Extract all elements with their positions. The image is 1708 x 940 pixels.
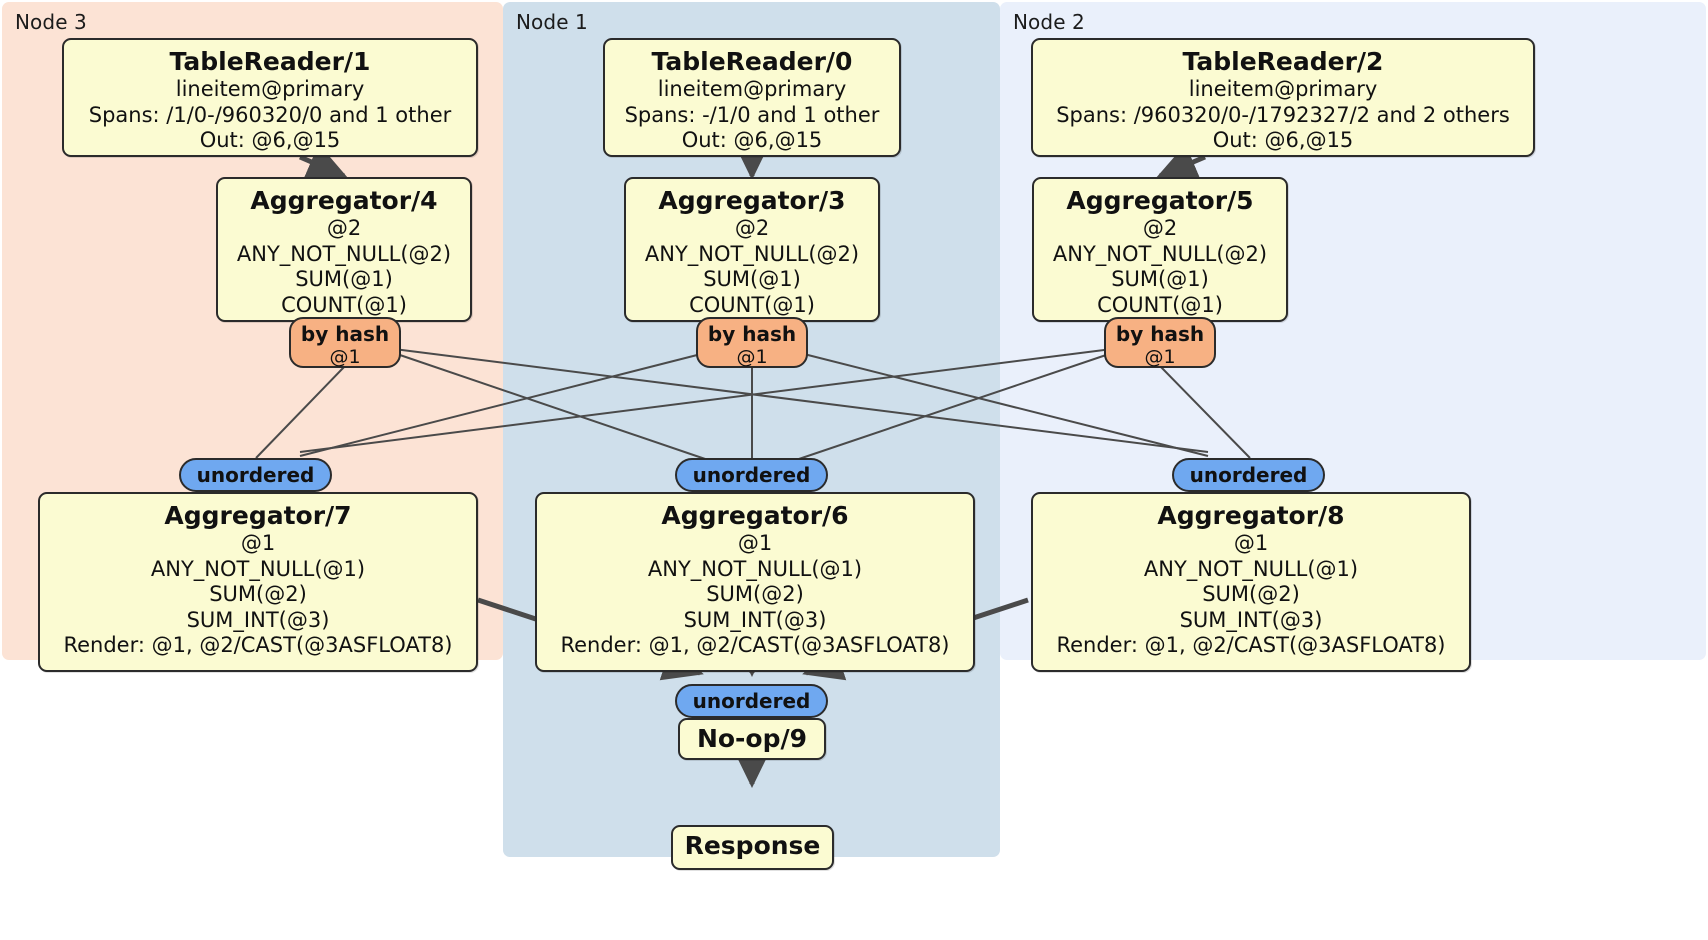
receiver-label: unordered bbox=[196, 463, 315, 487]
processor-detail: Render: @1, @2/CAST(@3ASFLOAT8) bbox=[63, 633, 453, 657]
processor-detail: ANY_NOT_NULL(@2) bbox=[644, 241, 860, 266]
processor-detail: ANY_NOT_NULL(@1) bbox=[1143, 556, 1359, 581]
processor-detail: ANY_NOT_NULL(@1) bbox=[647, 556, 863, 581]
unordered-receiver-final[interactable]: unordered bbox=[675, 684, 828, 718]
processor-detail: COUNT(@1) bbox=[1097, 292, 1223, 317]
processor-aggregator-3[interactable]: Aggregator/3 @2 ANY_NOT_NULL(@2) SUM(@1)… bbox=[624, 177, 880, 322]
processor-detail: SUM(@1) bbox=[295, 267, 393, 291]
processor-detail: SUM(@2) bbox=[706, 582, 804, 606]
processor-detail: SUM(@1) bbox=[1111, 267, 1209, 291]
processor-detail: Out: @6,@15 bbox=[681, 128, 823, 152]
router-label: by hash bbox=[1115, 322, 1205, 346]
processor-detail: Spans: -/1/0 and 1 other bbox=[624, 102, 880, 127]
processor-detail: Out: @6,@15 bbox=[1212, 128, 1354, 152]
router-label: by hash bbox=[300, 322, 390, 346]
processor-aggregator-7[interactable]: Aggregator/7 @1 ANY_NOT_NULL(@1) SUM(@2)… bbox=[38, 492, 478, 672]
unordered-receiver-right[interactable]: unordered bbox=[1172, 458, 1325, 492]
processor-detail: SUM_INT(@3) bbox=[1179, 607, 1323, 632]
processor-tablereader-1[interactable]: TableReader/1 lineitem@primary Spans: /1… bbox=[62, 38, 478, 157]
processor-aggregator-8[interactable]: Aggregator/8 @1 ANY_NOT_NULL(@1) SUM(@2)… bbox=[1031, 492, 1471, 672]
processor-detail: ANY_NOT_NULL(@2) bbox=[1052, 241, 1268, 266]
processor-tablereader-2[interactable]: TableReader/2 lineitem@primary Spans: /9… bbox=[1031, 38, 1535, 157]
processor-detail: @1 bbox=[737, 531, 773, 555]
node-panel-label: Node 1 bbox=[516, 10, 588, 34]
processor-detail: lineitem@primary bbox=[175, 77, 365, 101]
hash-router-right[interactable]: by hash @1 bbox=[1104, 317, 1216, 368]
processor-tablereader-0[interactable]: TableReader/0 lineitem@primary Spans: -/… bbox=[603, 38, 901, 157]
router-column: @1 bbox=[329, 346, 361, 368]
processor-detail: @1 bbox=[240, 531, 276, 555]
processor-detail: SUM(@2) bbox=[1202, 582, 1300, 606]
hash-router-left[interactable]: by hash @1 bbox=[289, 317, 401, 368]
processor-aggregator-4[interactable]: Aggregator/4 @2 ANY_NOT_NULL(@2) SUM(@1)… bbox=[216, 177, 472, 322]
processor-detail: SUM_INT(@3) bbox=[186, 607, 330, 632]
processor-noop-9[interactable]: No-op/9 bbox=[678, 718, 826, 760]
processor-title: Aggregator/4 bbox=[250, 186, 438, 215]
processor-detail: Spans: /1/0-/960320/0 and 1 other bbox=[88, 102, 452, 127]
processor-title: Aggregator/3 bbox=[658, 186, 846, 215]
processor-title: Aggregator/5 bbox=[1066, 186, 1254, 215]
processor-detail: COUNT(@1) bbox=[281, 292, 407, 317]
router-label: by hash bbox=[707, 322, 797, 346]
processor-detail: @2 bbox=[326, 216, 362, 240]
processor-detail: @2 bbox=[1142, 216, 1178, 240]
processor-detail: COUNT(@1) bbox=[689, 292, 815, 317]
processor-detail: SUM(@2) bbox=[209, 582, 307, 606]
processor-title: Response bbox=[684, 831, 821, 860]
processor-title: Aggregator/7 bbox=[164, 501, 352, 530]
processor-detail: ANY_NOT_NULL(@1) bbox=[150, 556, 366, 581]
processor-title: Aggregator/6 bbox=[661, 501, 849, 530]
processor-title: Aggregator/8 bbox=[1157, 501, 1345, 530]
processor-detail: Render: @1, @2/CAST(@3ASFLOAT8) bbox=[1056, 633, 1446, 657]
processor-aggregator-6[interactable]: Aggregator/6 @1 ANY_NOT_NULL(@1) SUM(@2)… bbox=[535, 492, 975, 672]
processor-detail: SUM_INT(@3) bbox=[683, 607, 827, 632]
router-column: @1 bbox=[736, 346, 768, 368]
unordered-receiver-left[interactable]: unordered bbox=[179, 458, 332, 492]
node-panel-label: Node 2 bbox=[1013, 10, 1085, 34]
processor-detail: Out: @6,@15 bbox=[199, 128, 341, 152]
processor-aggregator-5[interactable]: Aggregator/5 @2 ANY_NOT_NULL(@2) SUM(@1)… bbox=[1032, 177, 1288, 322]
hash-router-center[interactable]: by hash @1 bbox=[696, 317, 808, 368]
processor-detail: SUM(@1) bbox=[703, 267, 801, 291]
processor-title: No-op/9 bbox=[696, 724, 808, 753]
processor-detail: Spans: /960320/0-/1792327/2 and 2 others bbox=[1056, 102, 1510, 127]
processor-detail: lineitem@primary bbox=[657, 77, 847, 101]
unordered-receiver-center[interactable]: unordered bbox=[675, 458, 828, 492]
receiver-label: unordered bbox=[692, 463, 811, 487]
processor-title: TableReader/1 bbox=[169, 47, 371, 76]
processor-response[interactable]: Response bbox=[671, 825, 834, 870]
node-panel-label: Node 3 bbox=[15, 10, 87, 34]
processor-detail: Render: @1, @2/CAST(@3ASFLOAT8) bbox=[560, 633, 950, 657]
receiver-label: unordered bbox=[692, 689, 811, 713]
processor-title: TableReader/0 bbox=[651, 47, 853, 76]
processor-detail: ANY_NOT_NULL(@2) bbox=[236, 241, 452, 266]
processor-detail: lineitem@primary bbox=[1188, 77, 1378, 101]
processor-detail: @1 bbox=[1233, 531, 1269, 555]
processor-title: TableReader/2 bbox=[1182, 47, 1384, 76]
receiver-label: unordered bbox=[1189, 463, 1308, 487]
router-column: @1 bbox=[1144, 346, 1176, 368]
processor-detail: @2 bbox=[734, 216, 770, 240]
